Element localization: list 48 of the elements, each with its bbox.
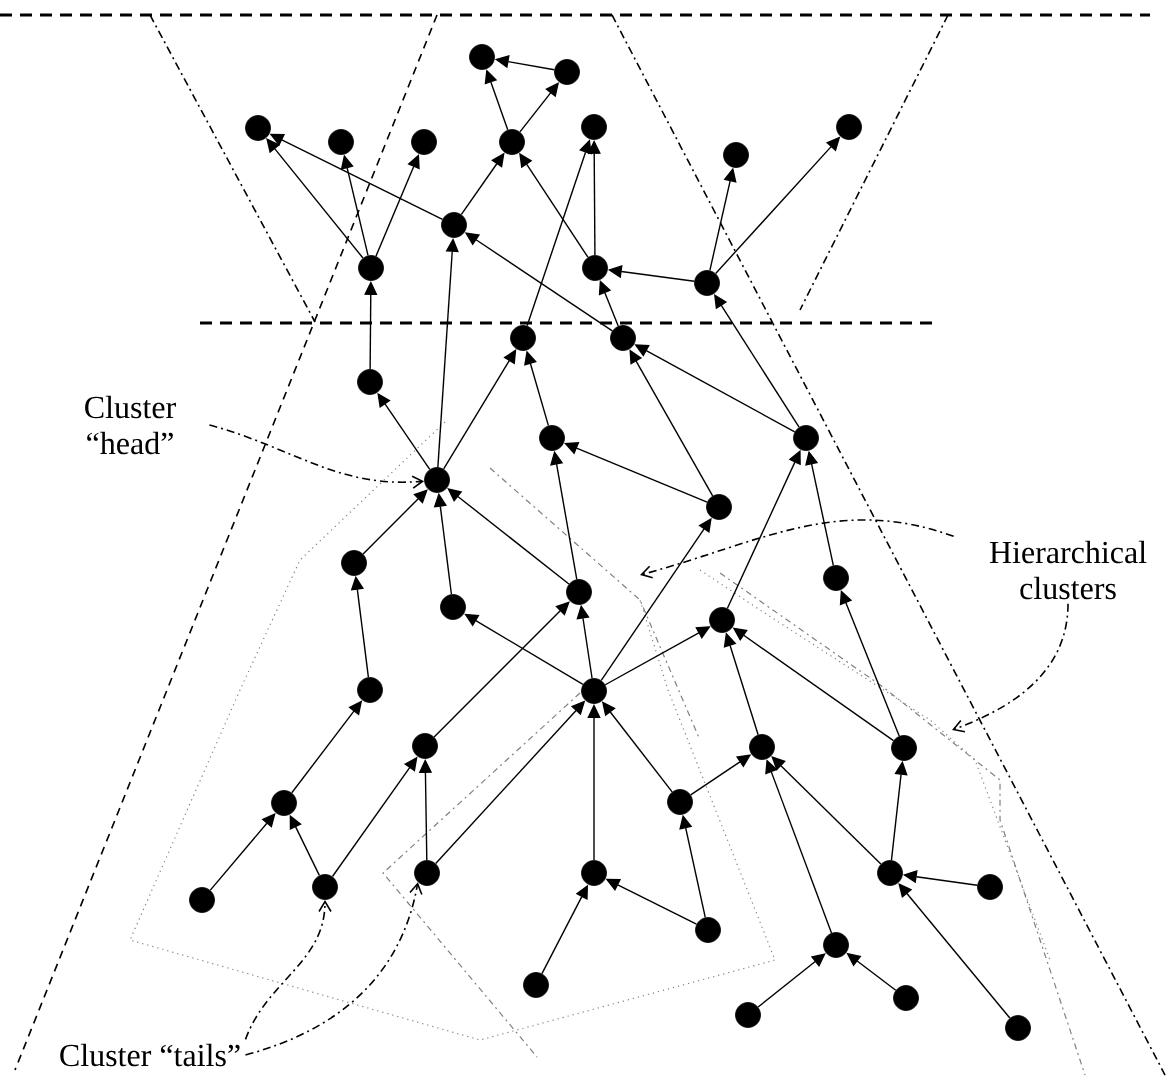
- graph-node: [581, 860, 607, 886]
- graph-node: [706, 494, 732, 520]
- graph-node: [893, 985, 919, 1011]
- leader-line: [640, 519, 955, 579]
- annotation-text: Hierarchical clusters: [989, 540, 1147, 600]
- arrow: [464, 613, 584, 686]
- arrow: [765, 759, 833, 934]
- arrow: [447, 488, 570, 585]
- graph-node: [694, 270, 720, 296]
- arrow: [598, 280, 619, 327]
- graph-node: [1005, 1015, 1031, 1041]
- graph-node: [357, 369, 383, 395]
- graph-node: [189, 887, 215, 913]
- arrow: [362, 489, 428, 555]
- graph-node: [271, 790, 297, 816]
- leader-line: [244, 899, 332, 1041]
- arrow: [629, 349, 714, 497]
- graph-node: [836, 114, 862, 140]
- graph-node: [749, 734, 775, 760]
- graph-node: [610, 325, 636, 351]
- graph-node: [312, 874, 338, 900]
- graph-node: [709, 607, 735, 633]
- graph-node: [440, 594, 466, 620]
- arrow: [443, 349, 517, 470]
- graph-node: [499, 129, 525, 155]
- graph-node: [735, 1002, 761, 1028]
- graph-node: [411, 129, 437, 155]
- graph-node: [695, 917, 721, 943]
- graph-node: [245, 115, 271, 141]
- annotation-text: Cluster “head”: [85, 395, 176, 455]
- arrow: [898, 883, 1011, 1019]
- graph-node: [510, 325, 536, 351]
- leader-line: [952, 602, 1069, 733]
- graph-node: [823, 932, 849, 958]
- arrow: [266, 138, 364, 259]
- leader-line: [208, 424, 425, 489]
- leader-line: [244, 882, 423, 1056]
- arrow: [433, 601, 570, 738]
- graph-node: [523, 972, 549, 998]
- graph-node: [554, 59, 580, 85]
- arrow: [771, 756, 882, 865]
- arrow: [757, 953, 826, 1008]
- annotation-text: Cluster “tails”: [60, 1043, 240, 1067]
- graph-node: [823, 565, 849, 591]
- arrow: [839, 590, 900, 737]
- graph-node: [414, 860, 440, 886]
- graph-node: [357, 677, 383, 703]
- graph-node: [977, 874, 1003, 900]
